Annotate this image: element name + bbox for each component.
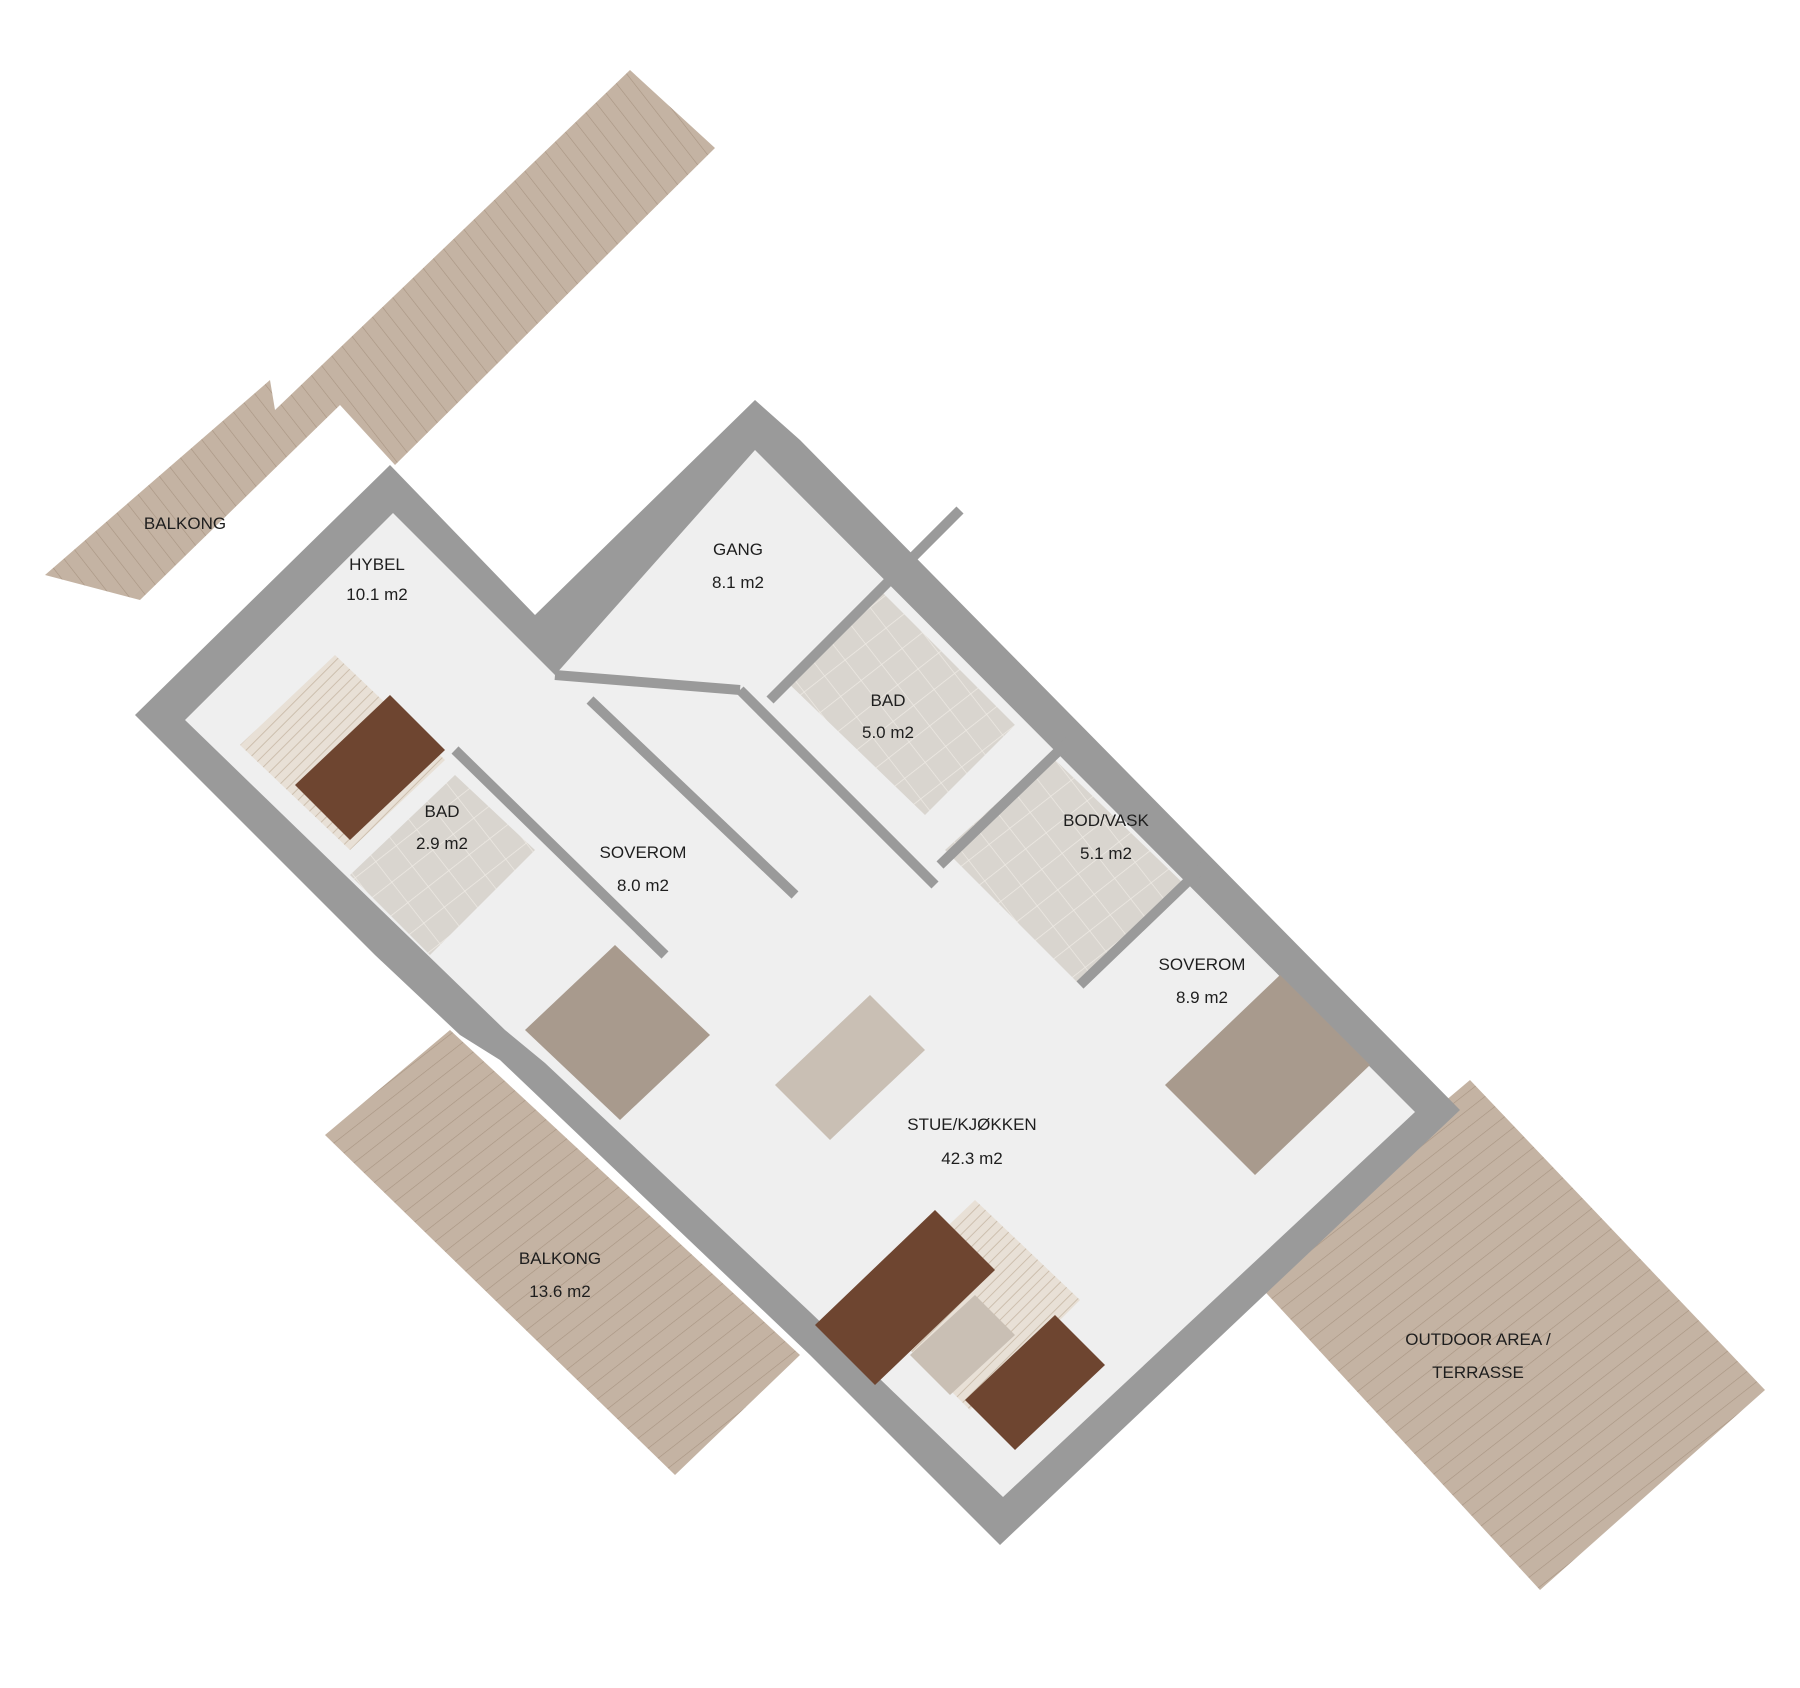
room-name-bad-main: BAD [871, 691, 906, 710]
room-name-soverom-1: SOVEROM [600, 843, 687, 862]
room-area-bad-hybel: 2.9 m2 [416, 834, 468, 853]
room-area-gang: 8.1 m2 [712, 573, 764, 592]
interior-floor [185, 450, 1415, 1497]
interior-partitions [451, 506, 1209, 989]
room-area-balkong-sw: 13.6 m2 [529, 1282, 590, 1301]
furniture [240, 655, 1370, 1450]
room-area-bad-main: 5.0 m2 [862, 723, 914, 742]
room-name-soverom-2: SOVEROM [1159, 955, 1246, 974]
room-name-hybel: HYBEL [349, 555, 405, 574]
room-area-soverom-2: 8.9 m2 [1176, 988, 1228, 1007]
room-name-balkong-sw: BALKONG [519, 1249, 601, 1268]
balcony-southwest [325, 1030, 800, 1475]
laundry-floor [945, 755, 1185, 985]
room-area-hybel: 10.1 m2 [346, 585, 407, 604]
room-name-bod-vask: BOD/VASK [1063, 811, 1149, 830]
bathroom-main-floor [785, 590, 1015, 815]
room-name-bad-hybel: BAD [425, 802, 460, 821]
room-area-bod-vask: 5.1 m2 [1080, 844, 1132, 863]
room-name-balkong-nw: BALKONG [144, 514, 226, 533]
terrace-outdoor [1245, 1080, 1765, 1590]
room-name-outdoor: OUTDOOR AREA / [1405, 1330, 1551, 1349]
room-area-outdoor: TERRASSE [1432, 1363, 1524, 1382]
bathroom-hybel-floor [350, 775, 535, 955]
room-name-gang: GANG [713, 540, 763, 559]
room-area-soverom-1: 8.0 m2 [617, 876, 669, 895]
room-name-stue-kjokken: STUE/KJØKKEN [907, 1115, 1036, 1134]
room-area-stue-kjokken: 42.3 m2 [941, 1149, 1002, 1168]
room-labels: BALKONG HYBEL 10.1 m2 GANG 8.1 m2 BAD 5.… [144, 514, 1551, 1382]
balcony-northwest [45, 70, 715, 600]
